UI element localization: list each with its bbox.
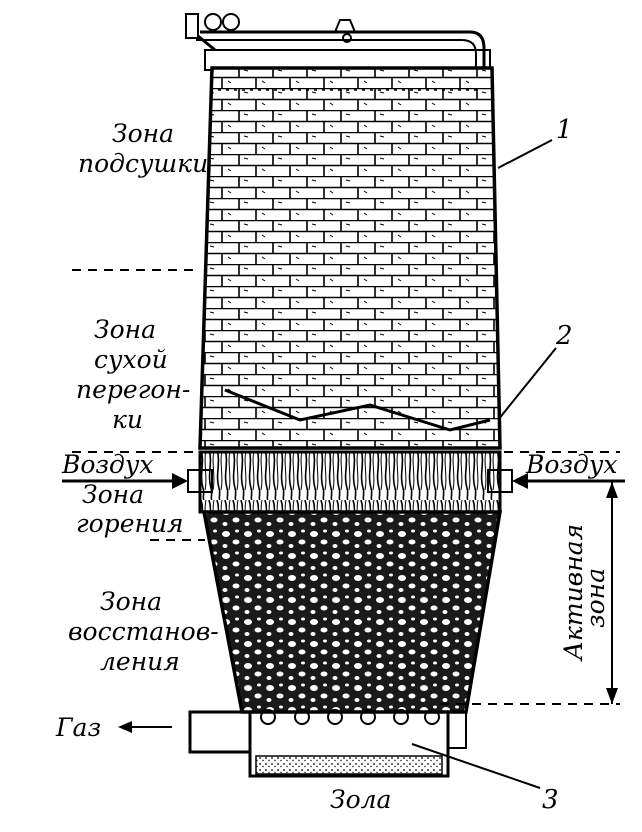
leader-1: [497, 139, 553, 169]
lid-mechanism: [185, 13, 491, 72]
callout-1: 1: [556, 115, 573, 145]
label-zone-distill-1: Зона: [94, 315, 156, 344]
leader-2: [497, 347, 557, 421]
callout-2: 2: [555, 321, 573, 351]
label-zone-combustion-1: Зона: [82, 480, 144, 509]
label-active-zone-2: зона: [581, 568, 610, 628]
air-arrow-right: [512, 473, 625, 489]
ash-chamber: [188, 710, 467, 778]
gas-outlet-pipe: [188, 710, 250, 754]
active-zone-bracket: [606, 482, 618, 704]
label-air-left: Воздух: [61, 450, 154, 479]
label-active-zone-1: Активная: [559, 524, 588, 662]
label-zone-reduction-1: Зона: [100, 587, 162, 616]
callout-3: 3: [542, 785, 559, 815]
air-arrow-left: [62, 473, 188, 489]
label-zone-reduction-3: ления: [100, 647, 180, 676]
label-zone-drying-1: Зона: [112, 119, 174, 148]
hopper-body: [198, 66, 502, 450]
label-zone-reduction-2: восстанов-: [68, 617, 219, 646]
label-zone-distill-2: сухой: [94, 345, 168, 374]
combustion-zone-band: [187, 450, 513, 514]
label-air-right: Воздух: [525, 450, 618, 479]
gas-arrow: [118, 721, 172, 733]
leader-3: [411, 743, 541, 789]
label-gas: Газ: [55, 713, 101, 742]
label-zone-distill-4: ки: [112, 405, 143, 434]
label-zone-combustion-2: горения: [76, 509, 184, 538]
reduction-cone: [201, 510, 503, 714]
label-zone-distill-3: перегон-: [76, 375, 190, 404]
grate: [260, 709, 440, 725]
label-zone-drying-2: подсушки: [78, 149, 208, 178]
label-ash: Зола: [330, 785, 391, 814]
